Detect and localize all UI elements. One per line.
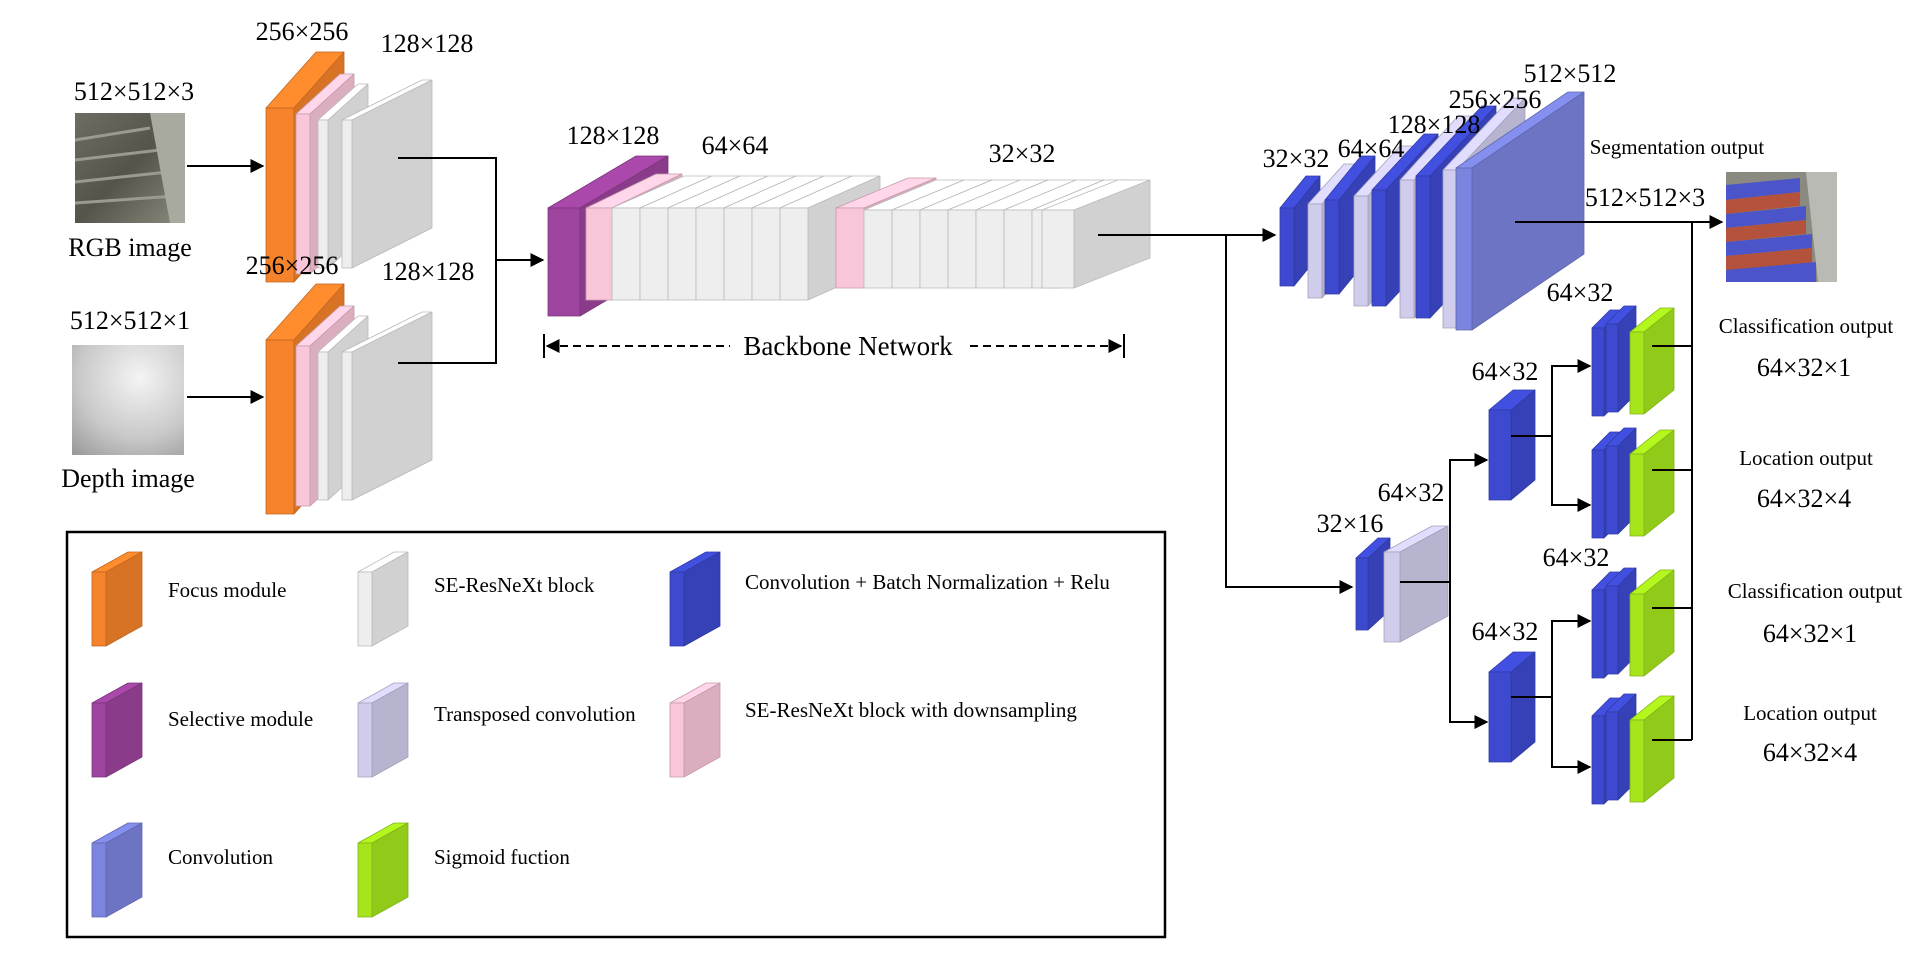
legend-swatch-conv-bn-relu [669,551,721,647]
output-3-dim: 64×32×1 [1763,619,1857,648]
legend-item-transposed-convolution: Transposed convolution [357,682,636,778]
legend-item-se-resnext-downsampling: SE-ResNeXt block with downsampling [669,682,1077,778]
head-leaf-dim-bottom: 64×32 [1543,543,1610,572]
segmentation-stack [1279,91,1585,331]
depth-focus-dim-a: 256×256 [246,251,339,280]
backbone-label: Backbone Network [743,331,953,361]
backbone-span-indicator [543,334,1125,358]
rgb-image-thumbnail [74,113,185,223]
depth-input-dim: 512×512×1 [70,306,190,335]
to-leaf-4-arrow [1551,697,1592,774]
rgb-focus-dim-a: 256×256 [256,17,349,46]
sigmoid-block [1629,429,1675,537]
segmentation-output-dim: 512×512×3 [1585,183,1705,212]
output-1-dim: 64×32×1 [1757,353,1851,382]
seg-dim-128: 128×128 [1388,110,1481,139]
conv-bn-relu-block [1488,389,1536,501]
se-resnext-block [341,311,433,501]
output-1-title: Classification output [1719,314,1894,338]
head-root-dim-b: 64×32 [1378,478,1445,507]
to-leaf-1-arrow [1551,359,1592,436]
head-to-bottom-branch-arrow [1449,582,1489,729]
sigmoid-block [1629,569,1675,677]
seg-dim-512: 512×512 [1524,59,1617,88]
depth-image-label: Depth image [61,464,195,493]
output-3-title: Classification output [1728,579,1903,603]
output-4-title: Location output [1743,701,1877,725]
backbone-dim-128: 128×128 [567,121,660,150]
legend-label-convolution: Convolution [168,845,274,869]
output-4-dim: 64×32×4 [1763,738,1857,767]
segmentation-output-thumbnail [1726,172,1837,282]
to-leaf-2-arrow [1551,436,1592,512]
head-mid-dim-top: 64×32 [1472,357,1539,386]
seg-dim-256: 256×256 [1449,85,1542,114]
head-mid-dim-bottom: 64×32 [1472,617,1539,646]
legend-swatch-transposed-convolution [357,682,409,778]
segmentation-output-title: Segmentation output [1590,135,1765,159]
seg-dim-64: 64×64 [1338,134,1405,163]
transposed-conv-block [1383,525,1449,643]
backbone-dim-64: 64×64 [702,131,769,160]
backbone-dim-32: 32×32 [989,139,1056,168]
se-resnext-block [341,79,433,269]
rgb-input-dim: 512×512×3 [74,77,194,106]
conv-bn-relu-block [1488,651,1536,763]
legend-swatch-focus-module [91,551,143,647]
output-2-dim: 64×32×4 [1757,484,1851,513]
legend-label-selective-module: Selective module [168,707,313,731]
legend-label-focus-module: Focus module [168,578,286,602]
rgb-image-label: RGB image [68,233,192,262]
legend-box [65,530,1167,939]
legend-label-se-resnext-downsampling: SE-ResNeXt block with downsampling [745,698,1077,722]
legend-label-conv-bn-relu: Convolution + Batch Normalization + Relu [745,570,1110,594]
legend-item-sigmoid-function: Sigmoid fuction [357,822,570,918]
legend-label-sigmoid-function: Sigmoid fuction [434,845,570,869]
backbone-to-heads-arrow [1225,235,1354,594]
depth-focus-stack [265,283,433,515]
legend-label-transposed-convolution: Transposed convolution [434,702,636,726]
head-to-top-branch-arrow [1449,453,1489,582]
backbone-stack [547,155,1151,317]
sigmoid-block [1629,307,1675,415]
legend-swatch-se-resnext-downsampling [669,682,721,778]
head-leaf-dim-top: 64×32 [1547,278,1614,307]
to-leaf-3-arrow [1551,614,1592,697]
legend-item-focus-module: Focus module [91,551,286,647]
seg-dim-32: 32×32 [1263,144,1330,173]
legend-swatch-se-resnext-block [357,551,409,647]
depth-focus-dim-b: 128×128 [382,257,475,286]
legend: Focus module SE-ResNeXt block Convolution … [91,551,1110,918]
output-2-title: Location output [1739,446,1873,470]
legend-item-se-resnext-block: SE-ResNeXt block [357,551,595,647]
legend-item-selective-module: Selective module [91,682,313,778]
rgb-focus-stack [265,51,433,283]
convolution-block [1455,91,1585,331]
legend-swatch-selective-module [91,682,143,778]
rgb-focus-dim-b: 128×128 [381,29,474,58]
depth-image-thumbnail [72,345,184,455]
legend-item-conv-bn-relu: Convolution + Batch Normalization + Relu [669,551,1110,647]
sigmoid-block [1629,695,1675,803]
legend-swatch-convolution [91,822,143,918]
legend-label-se-resnext-block: SE-ResNeXt block [434,573,595,597]
legend-item-convolution: Convolution [91,822,274,918]
head-root-dim-a: 32×16 [1317,509,1384,538]
legend-swatch-sigmoid-function [357,822,409,918]
detection-heads [1355,222,1693,805]
